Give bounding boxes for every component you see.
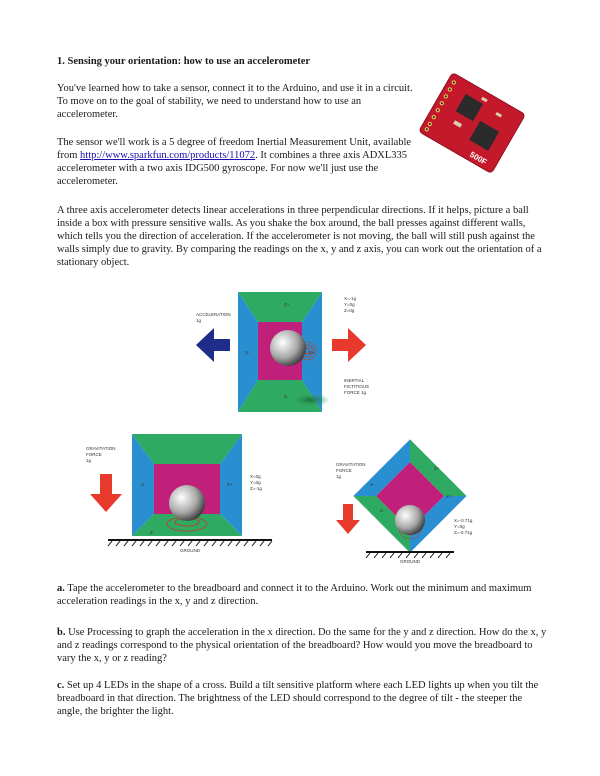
acceleration-value: 1g xyxy=(196,318,202,323)
gravitation-label-2: FORCE xyxy=(86,452,102,457)
acceleration-label: ACCELERATION xyxy=(196,312,231,317)
task-c-label: c. xyxy=(57,680,65,691)
sensor-paragraph-end: . It combines a three axis ADXL335 accel… xyxy=(57,150,408,187)
task-b-text: Use Processing to graph the acceleration… xyxy=(57,627,547,664)
readout-z: Z=-0.71g xyxy=(454,530,473,535)
readout-y: Y=0g xyxy=(250,480,261,485)
readout-z: Z=0g xyxy=(344,308,355,313)
face-label-left: X- xyxy=(370,482,375,487)
task-b-label: b. xyxy=(57,627,66,638)
gravity-arrow-icon xyxy=(90,474,122,512)
face-label-top: Z+ xyxy=(284,302,290,307)
readout-x: X=-0.71g xyxy=(454,518,473,523)
gravity-upright-diagram: X- X+ Z- GRAVITATION FORCE 1g X=0g Y=0g … xyxy=(86,434,273,553)
face-label-right: X+ xyxy=(446,494,452,499)
task-a-label: a. xyxy=(57,583,65,594)
task-c-text: Set up 4 LEDs in the shape of a cross. B… xyxy=(57,680,539,717)
acceleration-diagram: Z+ X- X+ Z- ACCELERATION 1g X=-1g Y=0g Z… xyxy=(196,292,369,412)
readout-y: Y=0g xyxy=(454,524,465,529)
gravitation-label-1: GRAVITATION xyxy=(336,462,366,467)
fictitious-label-2: FICTITIOUS xyxy=(344,384,369,389)
sparkfun-link[interactable]: http://www.sparkfun.com/products/11072 xyxy=(80,150,256,161)
fictitious-label-3: FORCE 1g xyxy=(344,390,367,395)
task-a-text: Tape the accelerometer to the breadboard… xyxy=(57,583,532,607)
face-label-bottom: Z- xyxy=(150,530,155,535)
task-b: b. Use Processing to graph the accelerat… xyxy=(57,626,547,665)
task-c: c. Set up 4 LEDs in the shape of a cross… xyxy=(57,679,547,718)
readout-x: X=0g xyxy=(250,474,261,479)
readout-z: Z=-1g xyxy=(250,486,262,491)
section-heading: 1. Sensing your orientation: how to use … xyxy=(57,56,311,67)
ground-label: GROUND xyxy=(400,559,421,564)
gravitation-label-1: GRAVITATION xyxy=(86,446,116,451)
face-label-bottom: Z- xyxy=(284,394,289,399)
gravity-arrow-icon xyxy=(336,504,360,534)
sensor-paragraph-start: The sensor we'll work is a 5 degree of f… xyxy=(57,137,412,161)
imu-sensor-board-image: 500F xyxy=(419,73,525,173)
gravitation-label-3: 1g xyxy=(336,474,342,479)
accelerometer-explanation: A three axis accelerometer detects linea… xyxy=(57,205,542,268)
task-a: a. Tape the accelerometer to the breadbo… xyxy=(57,582,547,608)
gravity-tilted-diagram: Z+ X- X+ Z- GRAVITATION FORCE 1g X=-0.71… xyxy=(336,439,473,564)
face-label-right: X+ xyxy=(227,482,233,487)
gravitation-label-3: 1g xyxy=(86,458,92,463)
face-label-left: X- xyxy=(141,482,146,487)
readout-y: Y=0g xyxy=(344,302,355,307)
acceleration-arrow-icon xyxy=(196,328,230,362)
fictitious-label-1: INERTIAL xyxy=(344,378,365,383)
inertial-force-arrow-icon xyxy=(332,328,366,362)
face-label-right: X+ xyxy=(309,350,315,355)
face-label-left: X- xyxy=(245,350,250,355)
readout-x: X=-1g xyxy=(344,296,357,301)
ground-label: GROUND xyxy=(180,548,201,553)
sensor-paragraph: The sensor we'll work is a 5 degree of f… xyxy=(57,136,417,188)
face-label-bottom: Z- xyxy=(380,508,385,513)
gravitation-label-2: FORCE xyxy=(336,468,352,473)
face-label-top: Z+ xyxy=(434,466,440,471)
intro-paragraph: You've learned how to take a sensor, con… xyxy=(57,83,413,120)
